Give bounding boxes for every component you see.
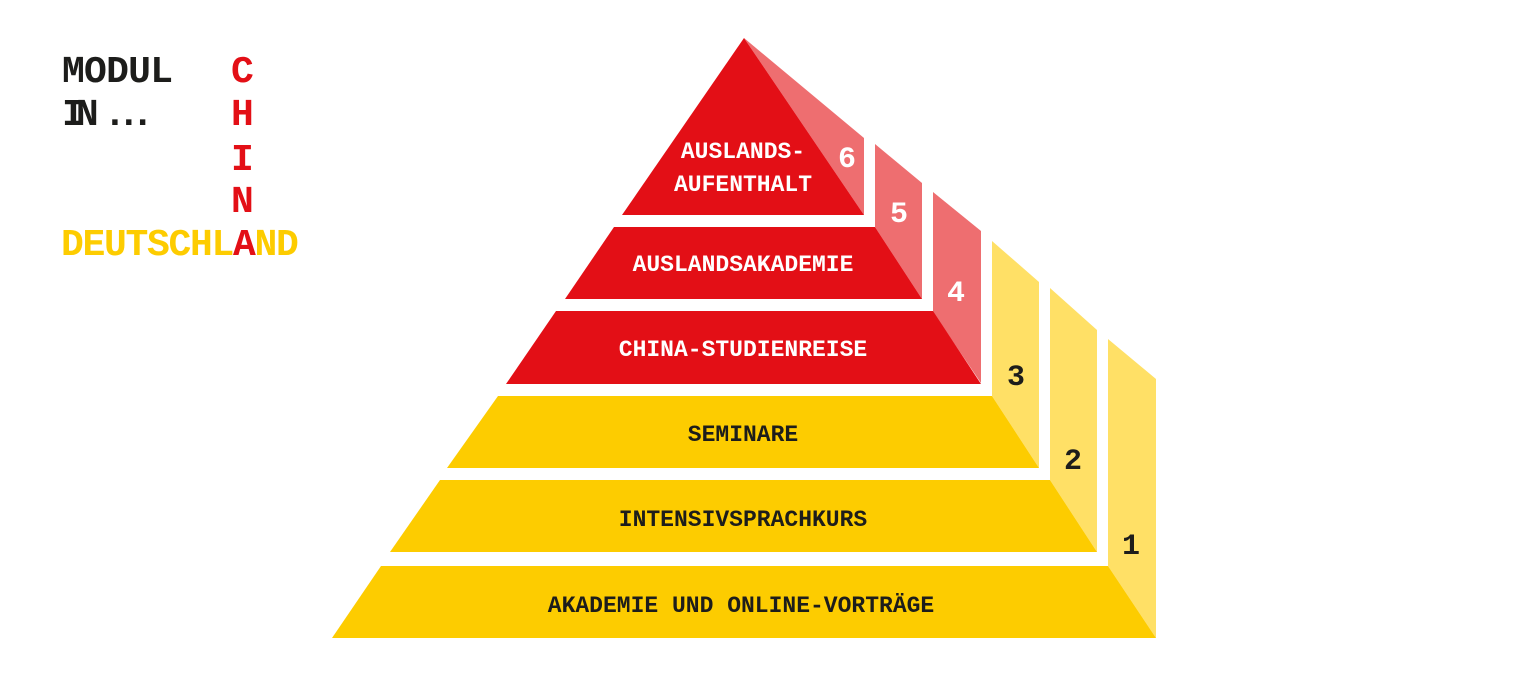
logo-letter: E xyxy=(83,224,106,267)
level-6-number: 6 xyxy=(838,143,856,177)
logo-letter: N xyxy=(255,224,278,267)
level-1-number: 1 xyxy=(1122,530,1140,564)
logo-letter: L xyxy=(212,224,235,267)
level-1-side xyxy=(1108,339,1156,638)
level-6-label-line2: AUFENTHALT xyxy=(674,172,812,198)
level-2-side xyxy=(1050,288,1097,552)
logo-letter: C xyxy=(231,51,254,94)
level-4-front xyxy=(506,311,981,384)
level-5-number: 5 xyxy=(890,198,908,232)
logo-letter: U xyxy=(104,224,127,267)
pyramid-level-4: CHINA-STUDIENREISE 4 xyxy=(506,192,981,384)
logo-letter: S xyxy=(147,224,170,267)
level-4-side xyxy=(933,192,981,383)
logo-letter: I xyxy=(231,139,254,182)
logo-letter: A xyxy=(233,224,256,267)
level-3-side xyxy=(992,241,1039,468)
level-1-label: AKADEMIE UND ONLINE-VORTRÄGE xyxy=(548,592,934,619)
logo-vertical-china: CHIN xyxy=(231,51,254,224)
level-2-number: 2 xyxy=(1064,445,1082,479)
pyramid-level-3: SEMINARE 3 xyxy=(447,241,1039,468)
logo-letter: D xyxy=(276,224,299,267)
pyramid-level-1: AKADEMIE UND ONLINE-VORTRÄGE 1 xyxy=(332,339,1156,638)
level-6-front xyxy=(622,38,864,215)
level-3-number: 3 xyxy=(1007,361,1025,395)
logo-letter: H xyxy=(190,224,213,267)
level-5-side xyxy=(875,144,922,299)
level-2-label: INTENSIVSPRACHKURS xyxy=(619,507,868,533)
logo-letter: D xyxy=(61,224,84,267)
logo-letter: N xyxy=(231,181,254,224)
logo-letter: C xyxy=(169,224,192,267)
logo-line-in: IN ... xyxy=(62,94,154,137)
pyramid-level-2: INTENSIVSPRACHKURS 2 xyxy=(390,288,1097,552)
logo-line-modul: MODUL xyxy=(62,51,173,94)
level-1-front xyxy=(332,566,1156,638)
level-6-label-line1: AUSLANDS- xyxy=(681,139,805,165)
level-5-label: AUSLANDSAKADEMIE xyxy=(633,252,854,278)
level-2-front xyxy=(390,480,1097,552)
level-4-label: CHINA-STUDIENREISE xyxy=(619,337,867,363)
logo-letter: H xyxy=(231,94,254,137)
pyramid-level-6: AUSLANDS- AUFENTHALT 6 xyxy=(622,38,864,215)
level-4-number: 4 xyxy=(947,277,965,311)
pyramid-level-5: AUSLANDSAKADEMIE 5 xyxy=(565,144,922,299)
logo-letter: T xyxy=(126,224,149,267)
level-5-front xyxy=(565,227,922,299)
level-3-label: SEMINARE xyxy=(688,422,798,448)
level-3-front xyxy=(447,396,1039,468)
